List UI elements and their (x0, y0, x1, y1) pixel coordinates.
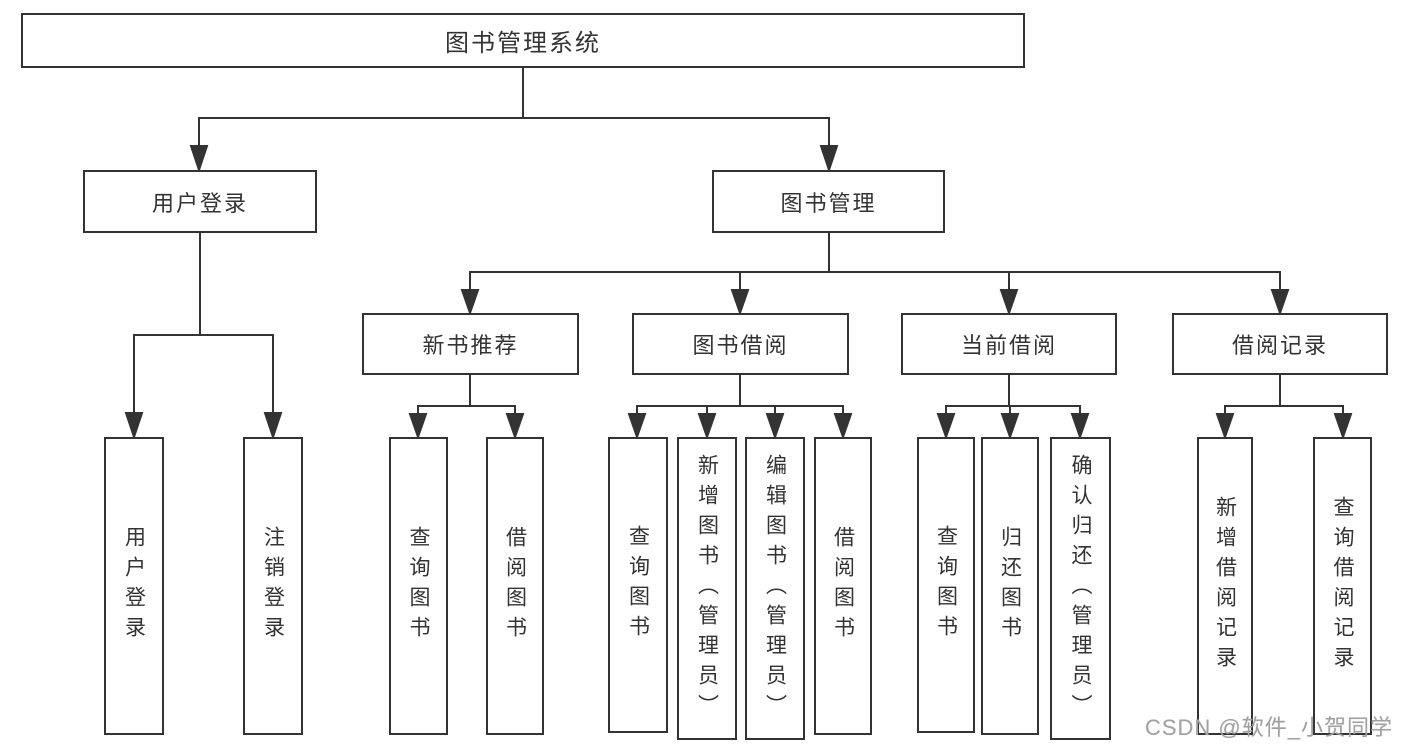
node-leaf-borrow-books-2: 借阅图书 (814, 437, 872, 735)
node-leaf-confirm-return-admin: 确认归还（管理员） (1050, 437, 1111, 740)
node-label: 查询借阅记录 (1331, 496, 1354, 676)
node-label: 借阅图书 (831, 526, 855, 646)
node-leaf-query-books-1: 查询图书 (389, 437, 448, 735)
node-user-login-group: 用户登录 (83, 170, 317, 233)
node-borrow-records: 借阅记录 (1172, 313, 1388, 375)
node-label: 归还图书 (998, 526, 1022, 646)
node-label: 新书推荐 (422, 333, 519, 358)
node-current-borrow: 当前借阅 (901, 313, 1117, 375)
node-label: 借阅图书 (503, 526, 527, 646)
node-label: 图书借阅 (692, 333, 789, 358)
node-leaf-borrow-books-1: 借阅图书 (486, 437, 544, 735)
node-library-management-system: 图书管理系统 (21, 13, 1025, 68)
node-leaf-query-borrow-record: 查询借阅记录 (1313, 437, 1372, 735)
csdn-watermark: CSDN @软件_小贺同学 (1144, 715, 1393, 740)
node-new-book-recommend: 新书推荐 (362, 313, 579, 375)
node-label: 图书管理 (780, 190, 877, 216)
node-leaf-logout: 注销登录 (243, 437, 303, 735)
node-book-management: 图书管理 (712, 170, 945, 233)
node-label: 新增图书（管理员） (695, 453, 719, 724)
node-label: 查询图书 (407, 526, 430, 646)
node-label: 查询图书 (934, 525, 958, 645)
node-label: 新增借阅记录 (1213, 496, 1237, 676)
node-leaf-user-login: 用户登录 (104, 437, 164, 735)
node-leaf-query-books-3: 查询图书 (917, 437, 975, 733)
node-label: 当前借阅 (960, 333, 1057, 358)
node-label: 查询图书 (626, 525, 650, 645)
node-leaf-return-books: 归还图书 (981, 437, 1039, 735)
node-leaf-add-borrow-record: 新增借阅记录 (1197, 437, 1253, 735)
node-leaf-edit-books-admin: 编辑图书（管理员） (745, 437, 805, 740)
node-label: 用户登录 (122, 526, 146, 646)
node-label: 注销登录 (261, 526, 285, 646)
node-label: 用户登录 (151, 190, 248, 216)
node-label: 图书管理系统 (445, 30, 601, 57)
node-label: 确认归还（管理员） (1069, 453, 1092, 724)
node-label: 编辑图书（管理员） (763, 453, 787, 724)
node-leaf-query-books-2: 查询图书 (608, 437, 668, 733)
node-label: 借阅记录 (1231, 333, 1328, 358)
node-leaf-add-books-admin: 新增图书（管理员） (677, 437, 737, 740)
node-book-borrow: 图书借阅 (632, 313, 849, 375)
